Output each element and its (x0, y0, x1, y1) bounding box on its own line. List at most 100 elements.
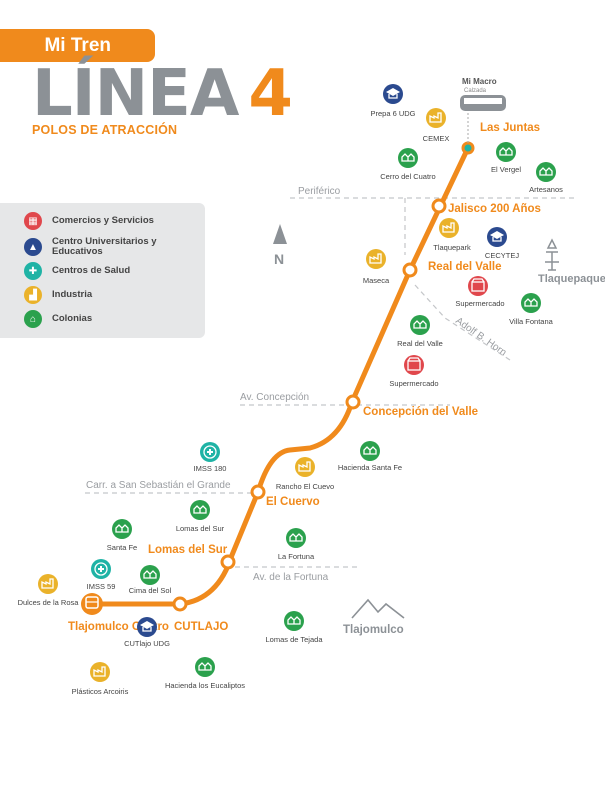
station-label: Las Juntas (480, 122, 540, 134)
poi-supermercado-1: Supermercado (455, 275, 505, 308)
mountains-icon (351, 598, 405, 619)
map-label: Lomas de Tejada (266, 635, 324, 644)
map-label: CEMEX (423, 134, 450, 143)
tlaquepaque-marker: Tlaquepaque (538, 238, 605, 285)
houses-icon: ⌂ (24, 310, 42, 328)
poi-artesanos: Artesanos (529, 161, 563, 194)
station-label: CUTLAJO (174, 621, 228, 633)
macro-name: Mi Macro (462, 77, 497, 86)
map-label: Maseca (363, 276, 390, 285)
poi-dulces-de-la-rosa: Dulces de la Rosa (18, 573, 80, 607)
map-label: CUTlajo UDG (124, 639, 170, 648)
municipality-label: Tlaquepaque (538, 273, 605, 285)
map-label: Supermercado (389, 379, 438, 388)
poi-supermercado-2: Supermercado (389, 354, 439, 388)
poi-lomas-de-tejada: Lomas de Tejada (266, 610, 324, 644)
legend-label: Comercios y Servicios (52, 215, 154, 226)
mi-macro-connection: Mi Macro Calzada (460, 77, 506, 143)
graduation-cap-icon: ▲ (24, 238, 42, 256)
station-marker-cutlajo (172, 596, 188, 612)
road-label: Adolf B. Horn (453, 315, 508, 358)
station-marker-concepcion-del-valle (345, 394, 361, 410)
tlajomulco-marker: Tlajomulco (343, 598, 405, 636)
poi-hacienda-santa-fe: Hacienda Santa Fe (338, 440, 402, 472)
legend-label: Industria (52, 289, 93, 300)
map-label: Rancho El Cuevo (276, 482, 334, 491)
legend-item-health: ✚ Centros de Salud (24, 262, 172, 280)
legend-label: Colonias (52, 313, 93, 324)
station-marker-lomas-del-sur (220, 554, 236, 570)
legend: ▦ Comercios y Servicios ▲ Centro Univers… (0, 203, 205, 338)
poi-lomas-del-sur: Lomas del Sur (176, 499, 225, 533)
legend-item-colony: ⌂ Colonias (24, 310, 172, 328)
compass-label: N (274, 251, 284, 267)
map-label: Real del Valle (397, 339, 443, 348)
map-label: Hacienda los Eucaliptos (165, 681, 245, 690)
line-4-track (89, 145, 471, 607)
poi-cecytej: CECYTEJ (485, 226, 519, 260)
station-marker-las-juntas (461, 141, 475, 155)
station-label: Real del Valle (428, 261, 502, 273)
road-label: Av. de la Fortuna (253, 572, 329, 583)
station-marker-el-cuervo (250, 484, 266, 500)
poi-cima-del-sol: Cima del Sol (129, 564, 172, 595)
map-label: Supermercado (455, 299, 504, 308)
tower-icon (545, 238, 559, 271)
page-subtitle: POLOS DE ATRACCIÓN (32, 123, 178, 137)
map-label: El Vergel (491, 165, 521, 174)
poi-el-vergel: El Vergel (491, 141, 521, 174)
title-number: 4 (248, 57, 293, 131)
poi-hacienda-los-eucaliptos: Hacienda los Eucaliptos (165, 656, 245, 690)
brand-label: Mi Tren (44, 34, 111, 56)
legend-label: Centros de Salud (52, 265, 131, 276)
station-label: Lomas del Sur (148, 544, 228, 556)
road-label: Carr. a San Sebastián el Grande (86, 480, 231, 491)
poi-maseca: Maseca (363, 248, 390, 285)
station-marker-jalisco-200 (431, 198, 447, 214)
brand-pill: Mi Tren (0, 29, 155, 62)
station-marker-real-del-valle (402, 262, 418, 278)
map-label: La Fortuna (278, 552, 315, 561)
title-word: LÍNEA (32, 57, 239, 131)
legend-label: Centro Universitarios y Educativos (52, 236, 157, 257)
legend-item-education: ▲ Centro Universitarios y Educativos (24, 237, 172, 257)
poi-cemex: CEMEX (423, 107, 450, 143)
poi-tlaquepark: Tlaquepark (433, 217, 471, 252)
map-label: Prepa 6 UDG (370, 109, 415, 118)
poi-villa-fontana: Villa Fontana (509, 292, 554, 326)
map-label: Cima del Sol (129, 586, 172, 595)
factory-icon: ▟ (24, 286, 42, 304)
municipality-label: Tlajomulco (343, 624, 404, 636)
medical-cross-icon: ✚ (24, 262, 42, 280)
map-label: Hacienda Santa Fe (338, 463, 402, 472)
store-icon: ▦ (24, 212, 42, 230)
road-label: Av. Concepción (240, 392, 309, 403)
poi-la-fortuna: La Fortuna (278, 527, 315, 561)
map-label: Lomas del Sur (176, 524, 225, 533)
map-label: Cerro del Cuatro (380, 172, 435, 181)
map-label: Santa Fe (107, 543, 137, 552)
poi-santa-fe: Santa Fe (107, 518, 137, 552)
poi-rancho-el-cuevo: Rancho El Cuevo (276, 456, 334, 491)
legend-item-industry: ▟ Industria (24, 286, 172, 304)
map-label: Dulces de la Rosa (18, 598, 80, 607)
map-label: IMSS 59 (87, 582, 116, 591)
poi-plasticos-arcoiris: Plásticos Arcoiris (72, 661, 129, 696)
poi-imss-59: IMSS 59 (87, 558, 116, 591)
compass-north-arrow: N (273, 224, 287, 267)
map-label: Villa Fontana (509, 317, 553, 326)
road-label: Periférico (298, 186, 341, 197)
legend-item-commerce: ▦ Comercios y Servicios (24, 212, 172, 230)
map-label: Plásticos Arcoiris (72, 687, 129, 696)
map-label: IMSS 180 (194, 464, 227, 473)
poi-prepa-6-udg: Prepa 6 UDG (370, 83, 416, 118)
poi-cerro-del-cuatro: Cerro del Cuatro (380, 147, 436, 181)
map-label: CECYTEJ (485, 251, 519, 260)
poi-imss-180: IMSS 180 (194, 441, 227, 473)
station-label: Concepción del Valle (363, 406, 478, 418)
poi-real-del-valle: Real del Valle (397, 314, 443, 348)
map-label: Tlaquepark (433, 243, 471, 252)
macro-sub: Calzada (464, 88, 487, 94)
